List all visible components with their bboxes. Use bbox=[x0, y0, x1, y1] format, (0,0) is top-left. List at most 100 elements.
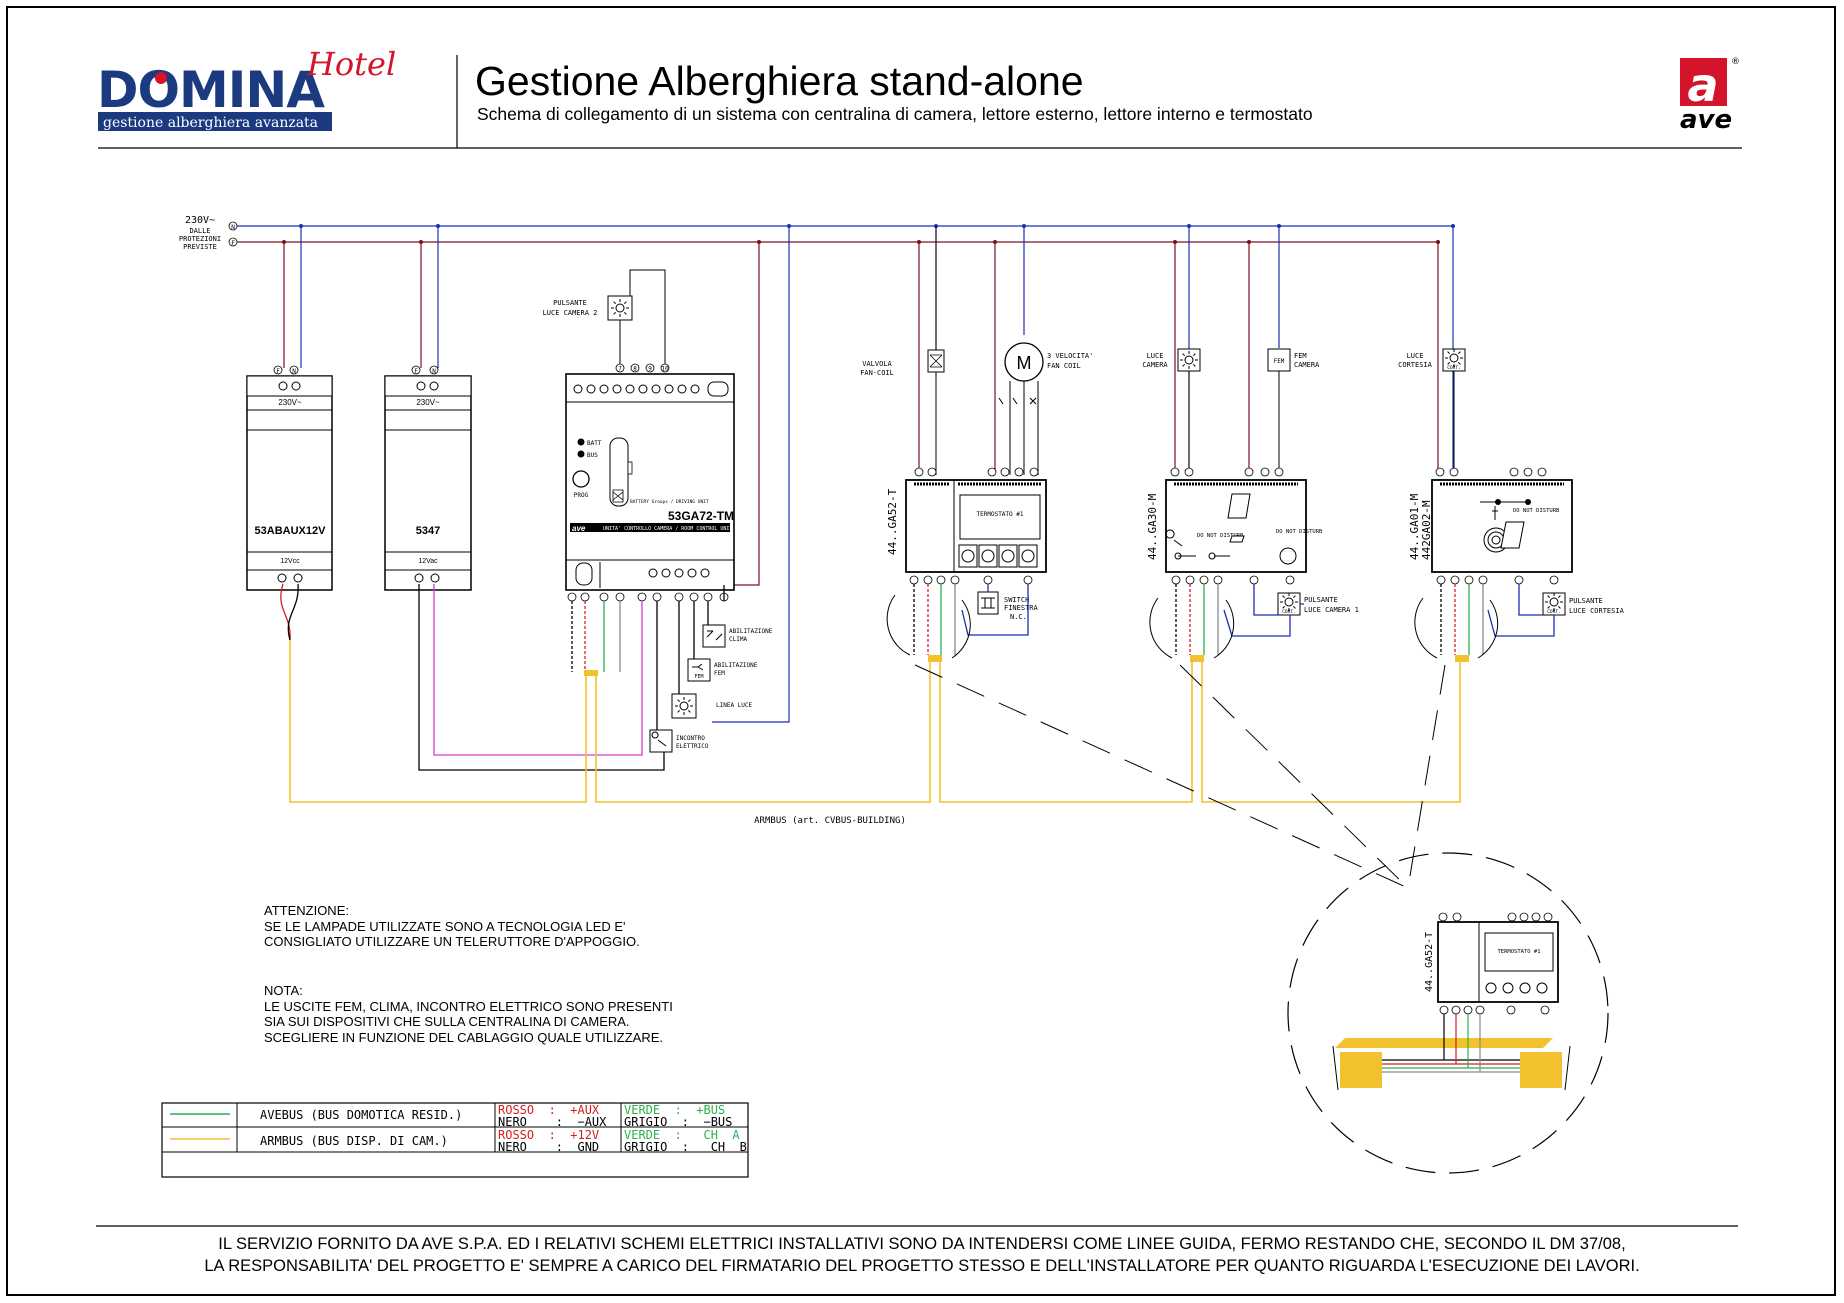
note-line: SIA SUI DISPOSITIVI CHE SULLA CENTRALINA… bbox=[264, 1014, 630, 1029]
svg-text:PULSANTE: PULSANTE bbox=[553, 299, 587, 307]
svg-text:VALVOLA: VALVOLA bbox=[862, 360, 892, 368]
svg-text:LUCE: LUCE bbox=[1147, 352, 1164, 360]
svg-text:FEM: FEM bbox=[694, 674, 703, 680]
svg-text:ABILITAZIONE: ABILITAZIONE bbox=[729, 628, 773, 635]
svg-text:CORT.: CORT. bbox=[1447, 365, 1461, 371]
svg-text:TERMOSTATO #1: TERMOSTATO #1 bbox=[1497, 949, 1540, 955]
ave-logo: a ave ® bbox=[1680, 57, 1740, 135]
svg-text:F: F bbox=[276, 368, 280, 375]
logo-domina-text: DOMINA bbox=[97, 61, 325, 119]
controller-accessories: ABILITAZIONE CLIMA FEM ABILITAZIONE FEM … bbox=[649, 624, 773, 753]
note-line: SCEGLIERE IN FUNZIONE DEL CABLAGGIO QUAL… bbox=[264, 1029, 663, 1045]
psu-5347: F N 230V~ 5347 12Vac bbox=[384, 365, 472, 591]
logo-power-dot bbox=[155, 72, 167, 84]
power-label: 230V~ bbox=[185, 215, 215, 226]
legend-red: ROSSO : +12V bbox=[498, 1128, 599, 1142]
bus-junction bbox=[584, 670, 598, 676]
svg-text:12Vac: 12Vac bbox=[418, 558, 438, 565]
rail-drops bbox=[283, 226, 1454, 723]
svg-text:7: 7 bbox=[618, 366, 622, 373]
svg-text:53GA72-TM: 53GA72-TM bbox=[668, 509, 734, 523]
page-subtitle: Schema di collegamento di un sistema con… bbox=[477, 104, 1313, 124]
reader-int-wiring bbox=[1440, 584, 1555, 655]
phase-terminal-label: F bbox=[231, 240, 235, 247]
note-line: NOTA: bbox=[264, 983, 303, 998]
bus-junction bbox=[928, 655, 942, 662]
rail-junctions-phase bbox=[282, 240, 1440, 244]
callout-markers bbox=[886, 594, 1499, 659]
svg-text:LUCE CAMERA 2: LUCE CAMERA 2 bbox=[543, 309, 598, 317]
disclaimer-line: IL SERVIZIO FORNITO DA AVE S.P.A. ED I R… bbox=[218, 1235, 1626, 1253]
svg-text:230V~: 230V~ bbox=[416, 398, 440, 407]
page-title: Gestione Alberghiera stand-alone bbox=[475, 58, 1084, 104]
svg-text:BUS: BUS bbox=[587, 452, 598, 459]
note-attenzione: ATTENZIONE: SE LE LAMPADE UTILIZZATE SON… bbox=[264, 903, 640, 950]
svg-text:3 VELOCITA': 3 VELOCITA' bbox=[1047, 352, 1093, 360]
svg-text:CORTESIA: CORTESIA bbox=[1398, 361, 1433, 369]
svg-text:9: 9 bbox=[648, 366, 652, 373]
svg-text:FINESTRA: FINESTRA bbox=[1004, 604, 1039, 612]
legend-red: ROSSO : +AUX bbox=[498, 1103, 600, 1117]
svg-text:N: N bbox=[432, 368, 436, 375]
controller-wiring bbox=[280, 583, 725, 771]
logo-tagline-bar bbox=[98, 112, 332, 131]
detail-magnified-thermostat: TERMOSTATO #1 44..GA52-T bbox=[1287, 852, 1609, 1174]
svg-text:DO NOT DISTURB: DO NOT DISTURB bbox=[1276, 529, 1323, 535]
svg-text:CORT.: CORT. bbox=[1282, 609, 1296, 615]
svg-text:CAMERA: CAMERA bbox=[1294, 361, 1320, 369]
svg-text:44..GA52-T: 44..GA52-T bbox=[886, 488, 899, 555]
svg-text:N: N bbox=[292, 368, 296, 375]
power-rails: 230V~ DALLE PROTEZIONI PREVISTE N F bbox=[179, 215, 1455, 251]
svg-text:FEM: FEM bbox=[1274, 358, 1285, 365]
note-line: CONSIGLIATO UTILIZZARE UN TELERUTTORE D'… bbox=[264, 934, 640, 949]
svg-text:442GA02-M: 442GA02-M bbox=[1420, 500, 1433, 560]
legend-black: NERO : GND bbox=[498, 1140, 599, 1154]
disclaimer-line: LA RESPONSABILITA' DEL PROGETTO E' SEMPR… bbox=[204, 1257, 1640, 1275]
legend-green: VERDE : +BUS bbox=[624, 1103, 725, 1117]
ave-logo-name: ave bbox=[1680, 105, 1732, 135]
svg-text:CAMERA: CAMERA bbox=[1142, 361, 1168, 369]
legend-name: AVEBUS (BUS DOMOTICA RESID.) bbox=[260, 1108, 462, 1122]
bus-junction bbox=[1190, 655, 1204, 662]
svg-text:53ABAUX12V: 53ABAUX12V bbox=[255, 525, 327, 537]
svg-text:PULSANTE: PULSANTE bbox=[1569, 597, 1603, 605]
svg-text:FEM: FEM bbox=[714, 670, 725, 677]
svg-text:LUCE: LUCE bbox=[1407, 352, 1424, 360]
room-controller-53ga72-tm: BATTERY Groups / DRIVING UNIT BATT BUS P… bbox=[543, 269, 735, 602]
svg-text:FAN COIL: FAN COIL bbox=[1047, 362, 1081, 370]
bus-junction bbox=[1455, 655, 1469, 662]
logo-tagline: gestione alberghiera avanzata bbox=[103, 115, 318, 131]
svg-text:DO NOT DISTURB: DO NOT DISTURB bbox=[1197, 533, 1244, 539]
rail-junctions bbox=[299, 224, 1455, 228]
legend-green: VERDE : CH A bbox=[624, 1128, 740, 1142]
domina-hotel-logo: DOMINA Hotel gestione alberghiera avanza… bbox=[97, 45, 396, 131]
thermostat-44ga52t: VALVOLA FAN-COIL M 3 VELOCITA' FAN COIL … bbox=[860, 226, 1093, 621]
svg-text:DO NOT DISTURB: DO NOT DISTURB bbox=[1513, 508, 1560, 514]
svg-text:BATTERY Groups / DRIVING UNIT: BATTERY Groups / DRIVING UNIT bbox=[630, 499, 709, 505]
thermostat-wiring bbox=[913, 584, 1029, 655]
svg-text:FAN-COIL: FAN-COIL bbox=[860, 369, 894, 377]
svg-text:10: 10 bbox=[661, 366, 669, 373]
svg-text:SWITCH: SWITCH bbox=[1004, 596, 1029, 604]
svg-text:UNITA' CONTROLLO CAMERA / ROOM: UNITA' CONTROLLO CAMERA / ROOM CONTROL U… bbox=[603, 526, 732, 532]
svg-text:INCONTRO: INCONTRO bbox=[676, 735, 705, 742]
svg-text:44..GA52-T: 44..GA52-T bbox=[1424, 932, 1435, 992]
note-nota: NOTA: LE USCITE FEM, CLIMA, INCONTRO ELE… bbox=[264, 983, 673, 1045]
svg-text:230V~: 230V~ bbox=[278, 398, 302, 407]
svg-text:12Vcc: 12Vcc bbox=[280, 558, 300, 565]
ave-logo-letter: a bbox=[1687, 58, 1718, 112]
legend-grey: GRIGIO : CH B bbox=[624, 1140, 747, 1154]
reader-ext-44ga30m: LUCE CAMERA FEM FEM CAMERA DO NOT DISTUR… bbox=[1142, 348, 1359, 616]
legend-black: NERO : −AUX bbox=[498, 1115, 607, 1129]
neutral-terminal-label: N bbox=[231, 224, 235, 231]
reader-int-44ga01m: LUCE CORTESIA CORT. DO NOT DISTURB 44..G… bbox=[1398, 348, 1625, 616]
reader-ext-wiring bbox=[1175, 584, 1304, 655]
svg-text:ave: ave bbox=[572, 524, 586, 533]
power-label-sub: PREVISTE bbox=[183, 243, 217, 251]
svg-text:TERMOSTATO #1: TERMOSTATO #1 bbox=[977, 511, 1024, 518]
svg-text:BATT: BATT bbox=[587, 440, 602, 447]
power-label-sub: DALLE bbox=[189, 227, 210, 235]
cable-legend-table: AVEBUS (BUS DOMOTICA RESID.) ARMBUS (BUS… bbox=[161, 1102, 749, 1178]
note-line: LE USCITE FEM, CLIMA, INCONTRO ELETTRICO… bbox=[264, 998, 673, 1014]
